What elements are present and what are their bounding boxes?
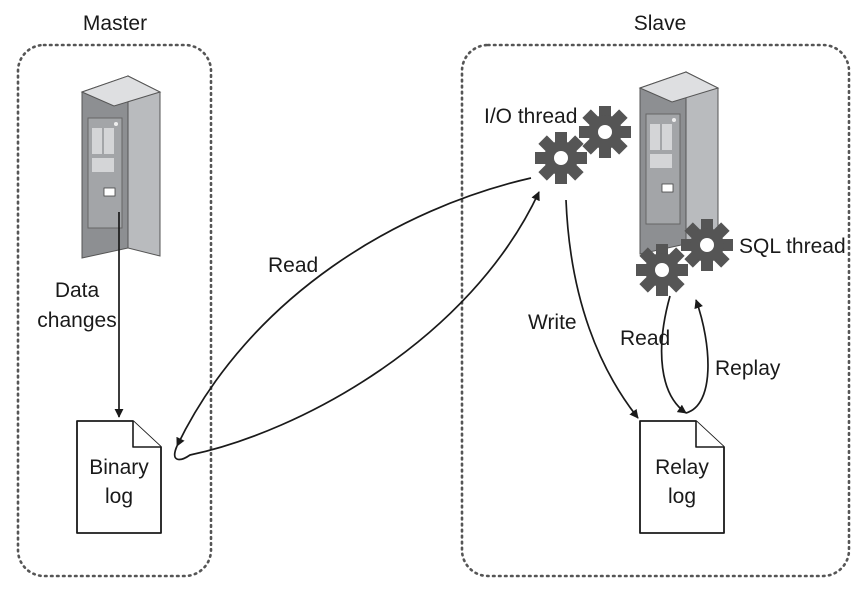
binary-log-line-2: log: [105, 485, 133, 508]
data-changes-line-1: Data: [55, 279, 100, 302]
read-slave-label: Read: [620, 327, 670, 350]
master-data-changes-label: Data changes: [37, 279, 116, 332]
sql-read-arrow: [660, 295, 687, 414]
binary-log-document-icon: Binary log: [76, 420, 162, 534]
write-label: Write: [528, 311, 577, 334]
master-group: Master Data changes Binary log: [16, 12, 213, 578]
binary-log-line-1: Binary: [89, 456, 149, 479]
read-master-label: Read: [268, 254, 318, 277]
sql-thread-gear-icon: [636, 219, 733, 296]
master-server-icon: [81, 75, 161, 259]
read-binary-log-arrow: [176, 177, 532, 447]
master-title: Master: [83, 12, 147, 35]
relay-log-document-icon: Relay log: [639, 420, 725, 534]
replay-arrow: [685, 299, 709, 414]
io-thread-gear-icon: [535, 106, 631, 184]
slave-title: Slave: [634, 12, 687, 35]
slave-group: Slave I/O thread: [460, 12, 851, 578]
replay-label: Replay: [715, 357, 781, 380]
slave-container: [460, 43, 851, 578]
data-changes-line-2: changes: [37, 309, 116, 332]
relay-log-line-2: log: [668, 485, 696, 508]
write-relay-log-arrow: [565, 199, 639, 419]
io-thread-label: I/O thread: [484, 105, 577, 128]
relay-log-line-1: Relay: [655, 456, 709, 479]
master-container: [16, 43, 213, 578]
binary-log-to-io-thread-arrow: [173, 191, 540, 461]
sql-thread-label: SQL thread: [739, 235, 846, 258]
